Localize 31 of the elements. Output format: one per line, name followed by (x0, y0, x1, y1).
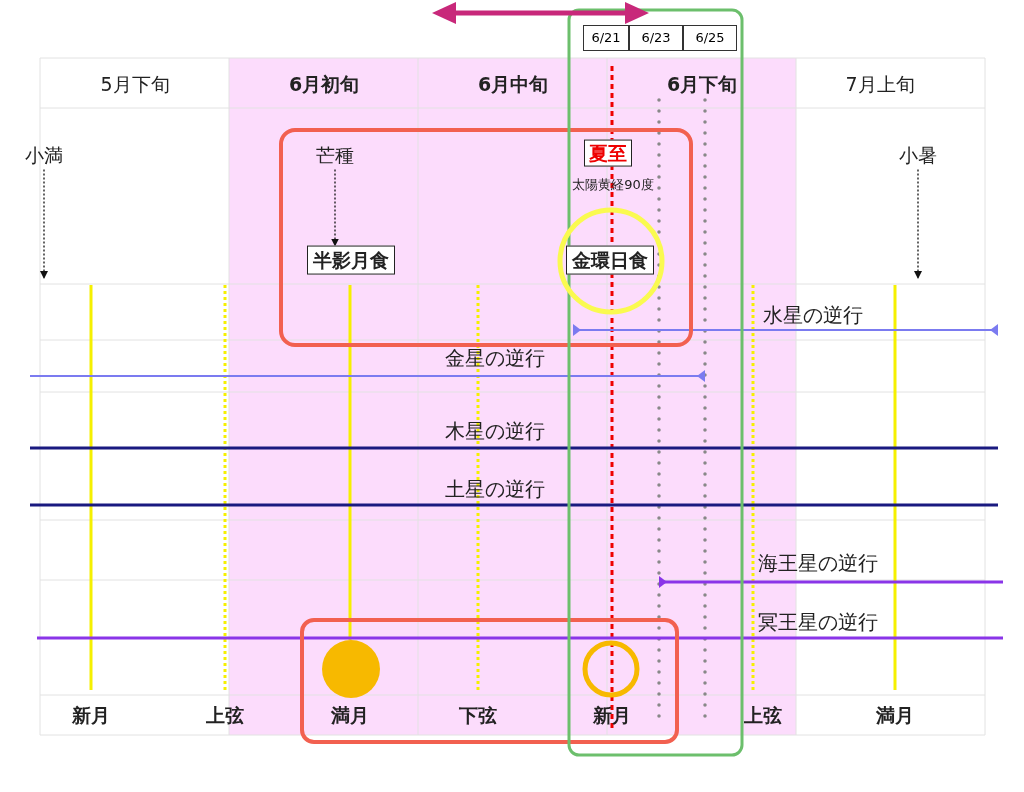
planet-label: 水星の逆行 (763, 304, 863, 326)
moon-phase-label: 上弦 (744, 704, 782, 726)
date-cell: 6/21 (583, 25, 629, 51)
season-label: 芒種 (316, 143, 354, 166)
planet-label: 金星の逆行 (445, 347, 545, 369)
leader-arrow (914, 168, 922, 279)
solstice-box: 夏至 (584, 139, 632, 167)
leader-arrow (40, 168, 48, 279)
eclipse-box: 半影月食 (307, 245, 395, 275)
season-label: 小満 (25, 143, 63, 166)
season-label: 小暑 (899, 143, 937, 166)
planet-label: 海王星の逆行 (758, 552, 878, 574)
period-header: 5月下旬 (100, 73, 170, 95)
moon-phase-label: 満月 (331, 704, 369, 726)
planet-label: 冥王星の逆行 (758, 611, 878, 633)
caption-text: 太陽黄経90度 (572, 177, 654, 193)
period-header: 6月中旬 (477, 73, 549, 95)
moon-phase-label: 上弦 (206, 704, 244, 726)
period-header: 6月初旬 (288, 73, 360, 95)
moon-phase-label: 新月 (593, 704, 631, 726)
moon-phase-label: 満月 (876, 704, 914, 726)
eclipse-box: 金環日食 (566, 245, 654, 275)
date-cell: 6/25 (683, 25, 737, 51)
moon-phase-label: 下弦 (459, 704, 497, 726)
period-header: 6月下旬 (666, 73, 738, 95)
date-cell: 6/23 (629, 25, 683, 51)
planet-label: 木星の逆行 (445, 420, 545, 442)
leader-arrow (331, 168, 339, 247)
period-header: 7月上旬 (845, 73, 915, 95)
moon-phase-label: 新月 (72, 704, 110, 726)
planet-label: 土星の逆行 (445, 478, 545, 500)
